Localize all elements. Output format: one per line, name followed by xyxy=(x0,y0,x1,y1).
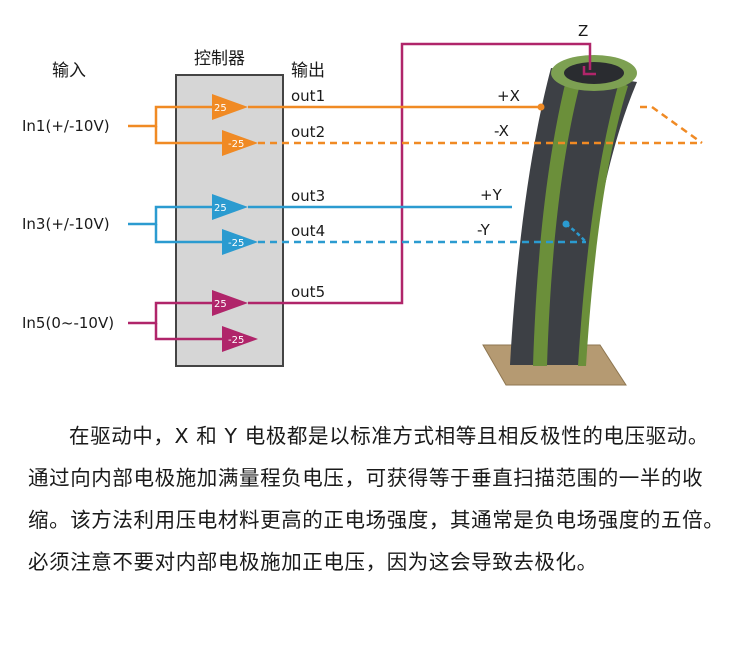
output-label-out5: out5 xyxy=(291,283,325,301)
x-pos-contact xyxy=(537,103,545,111)
controller-box xyxy=(175,74,284,367)
amp-gain-z-pos: 25 xyxy=(214,299,227,310)
electrode-label-plus-y: +Y xyxy=(480,186,503,204)
x-pos-lead-behind xyxy=(640,105,703,145)
y-neg-contact xyxy=(562,220,570,228)
input-label-in5: In5(0~-10V) xyxy=(22,314,114,332)
amp-y-pos xyxy=(212,194,248,220)
electrode-label-minus-x: -X xyxy=(494,122,509,140)
z-channel xyxy=(128,42,592,341)
amp-z-pos xyxy=(212,290,248,316)
output-label-out3: out3 xyxy=(291,187,325,205)
input-label-in3: In3(+/-10V) xyxy=(22,215,110,233)
y-channel xyxy=(128,205,512,244)
tube-electrode-strip-right xyxy=(578,82,628,366)
description-paragraph: 在驱动中，X 和 Y 电极都是以标准方式相等且相反极性的电压驱动。通过向内部电极… xyxy=(28,424,725,574)
label-output: 输出 xyxy=(291,61,325,81)
amp-x-pos xyxy=(212,94,248,120)
z-electrode-lead xyxy=(582,66,596,76)
label-controller: 控制器 xyxy=(194,49,245,69)
y-neg-lead xyxy=(565,223,587,243)
output-label-out1: out1 xyxy=(291,87,325,105)
input-label-in1: In1(+/-10V) xyxy=(22,117,110,135)
output-label-out2: out2 xyxy=(291,123,325,141)
label-input: 输入 xyxy=(52,61,86,81)
amp-gain-y-pos: 25 xyxy=(214,203,227,214)
amp-x-neg xyxy=(222,130,258,156)
amp-gain-x-neg: -25 xyxy=(228,139,244,150)
electrode-label-z: Z xyxy=(578,22,588,40)
output-label-out4: out4 xyxy=(291,222,325,240)
electrode-label-minus-y: -Y xyxy=(477,221,491,239)
piezo-tube xyxy=(482,55,637,386)
amp-y-neg xyxy=(222,229,258,255)
electrode-label-plus-x: +X xyxy=(497,87,520,105)
tube-electrode-strip-front xyxy=(533,80,580,366)
amp-z-neg xyxy=(222,326,258,352)
x-channel xyxy=(128,105,540,145)
piezo-tube-drive-diagram: 输入 控制器 输出 25 -25 25 -25 25 -25 xyxy=(22,22,703,386)
amp-gain-y-neg: -25 xyxy=(228,238,244,249)
amp-gain-x-pos: 25 xyxy=(214,103,227,114)
amp-gain-z-neg: -25 xyxy=(228,335,244,346)
